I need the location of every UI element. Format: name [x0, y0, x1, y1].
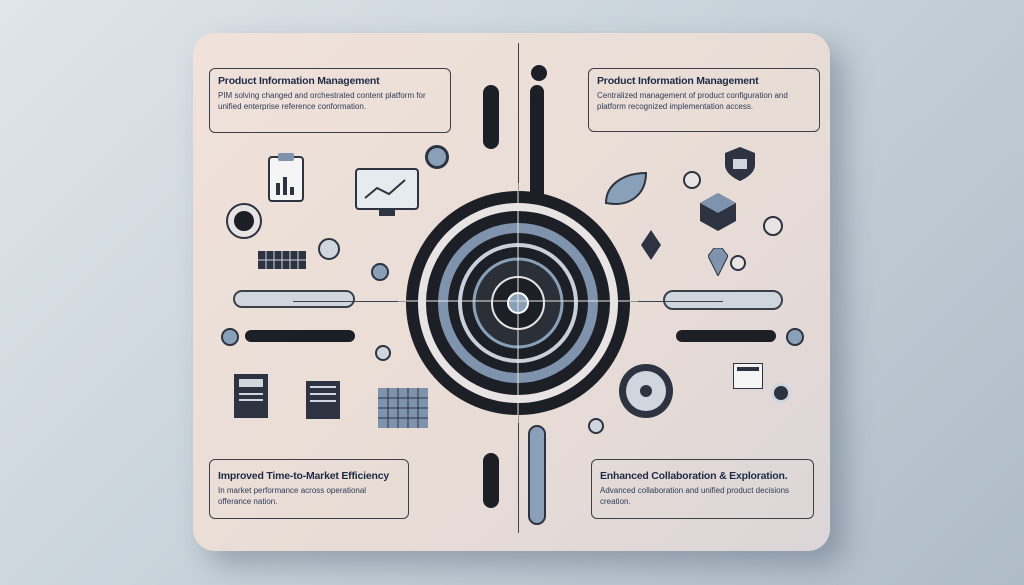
shield-icon [725, 147, 755, 181]
vertical-pill [528, 425, 546, 525]
panel-body: Advanced collaboration and unified produ… [600, 486, 790, 506]
gem-icon [641, 230, 661, 260]
node-dot [371, 263, 389, 281]
horizontal-bar [233, 290, 355, 308]
node-dot [425, 145, 449, 169]
document-icon [234, 374, 268, 418]
monitor-chart-icon [355, 168, 419, 216]
clipboard-chart-icon [268, 153, 304, 202]
panel-body: PIM solving changed and orchestrated con… [218, 91, 426, 111]
gem-icon [708, 248, 728, 276]
target-icon [226, 203, 262, 239]
table-icon [306, 381, 340, 419]
node-dot [221, 328, 239, 346]
horizontal-bar [245, 330, 355, 342]
infographic-board: Product Information Management PIM solvi… [193, 33, 830, 551]
horizontal-bar [676, 330, 776, 342]
keyboard-icon [258, 251, 306, 269]
vertical-pill [483, 453, 499, 508]
panel-top-right: Product Information Management Centraliz… [588, 68, 820, 132]
node-dot [730, 255, 746, 271]
node-dot [318, 238, 340, 260]
node-dot [786, 328, 804, 346]
node-dot [531, 65, 547, 81]
node-dot [375, 345, 391, 361]
fan-icon [619, 364, 673, 418]
grid-mosaic-icon [378, 388, 428, 428]
panel-bottom-right: Enhanced Collaboration & Exploration. Ad… [591, 459, 814, 519]
panel-bottom-left: Improved Time-to-Market Efficiency In ma… [209, 459, 409, 519]
panel-body: Centralized management of product config… [597, 91, 788, 111]
panel-title: Improved Time-to-Market Efficiency [218, 470, 389, 482]
panel-title: Product Information Management [597, 75, 759, 87]
panel-body: In market performance across operational… [218, 486, 367, 506]
node-dot [763, 216, 783, 236]
card-icon [733, 363, 763, 389]
vertical-pill [483, 85, 499, 149]
node-dot [588, 418, 604, 434]
cube-icon [700, 193, 736, 231]
panel-title: Enhanced Collaboration & Exploration. [600, 470, 788, 482]
leaf-icon [604, 171, 648, 205]
node-dot [771, 383, 791, 403]
node-dot [683, 171, 701, 189]
panel-title: Product Information Management [218, 75, 380, 87]
vertical-pill [530, 85, 544, 215]
panel-top-left: Product Information Management PIM solvi… [209, 68, 451, 133]
central-dial-icon [398, 183, 638, 423]
horizontal-bar [663, 290, 783, 310]
